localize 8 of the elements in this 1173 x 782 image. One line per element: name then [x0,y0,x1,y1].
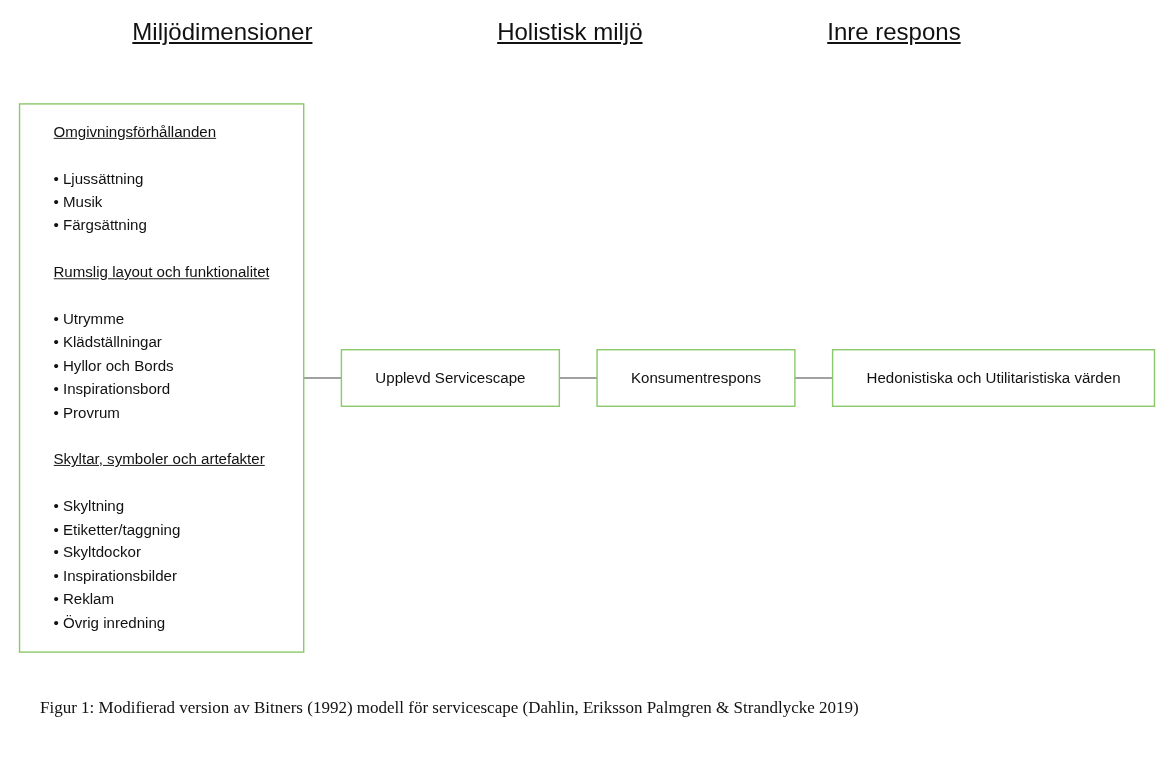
column-heading: Inre respons [827,18,961,47]
node-box: Upplevd Servicescape [340,349,560,407]
column-heading: Miljödimensioner [132,18,313,47]
node-box: Omgivningsförhållanden • Ljussättning • Musik • Färgsättning Rumslig layout och funktionalitet • Utrymme • Klädställningar • Hyllor och Bords • Inspirationsbord • Provrum Skyltar, symboler och artefakter • Skyltning • Etiketter/taggning • Skyltdockor • Inspirationsbilder • Reklam • Övrig inredning [18,103,304,653]
node-box: Hedonistiska och Utilitaristiska värden [831,349,1155,407]
column-heading: Holistisk miljö [497,18,643,47]
node-box: Konsumentrespons [595,349,796,407]
caption: Figur 1: Modifierad version av Bitners (1992) modell för servicescape (Dahlin, Eriksson Palmgren & Strandlycke 2019) [39,698,860,718]
